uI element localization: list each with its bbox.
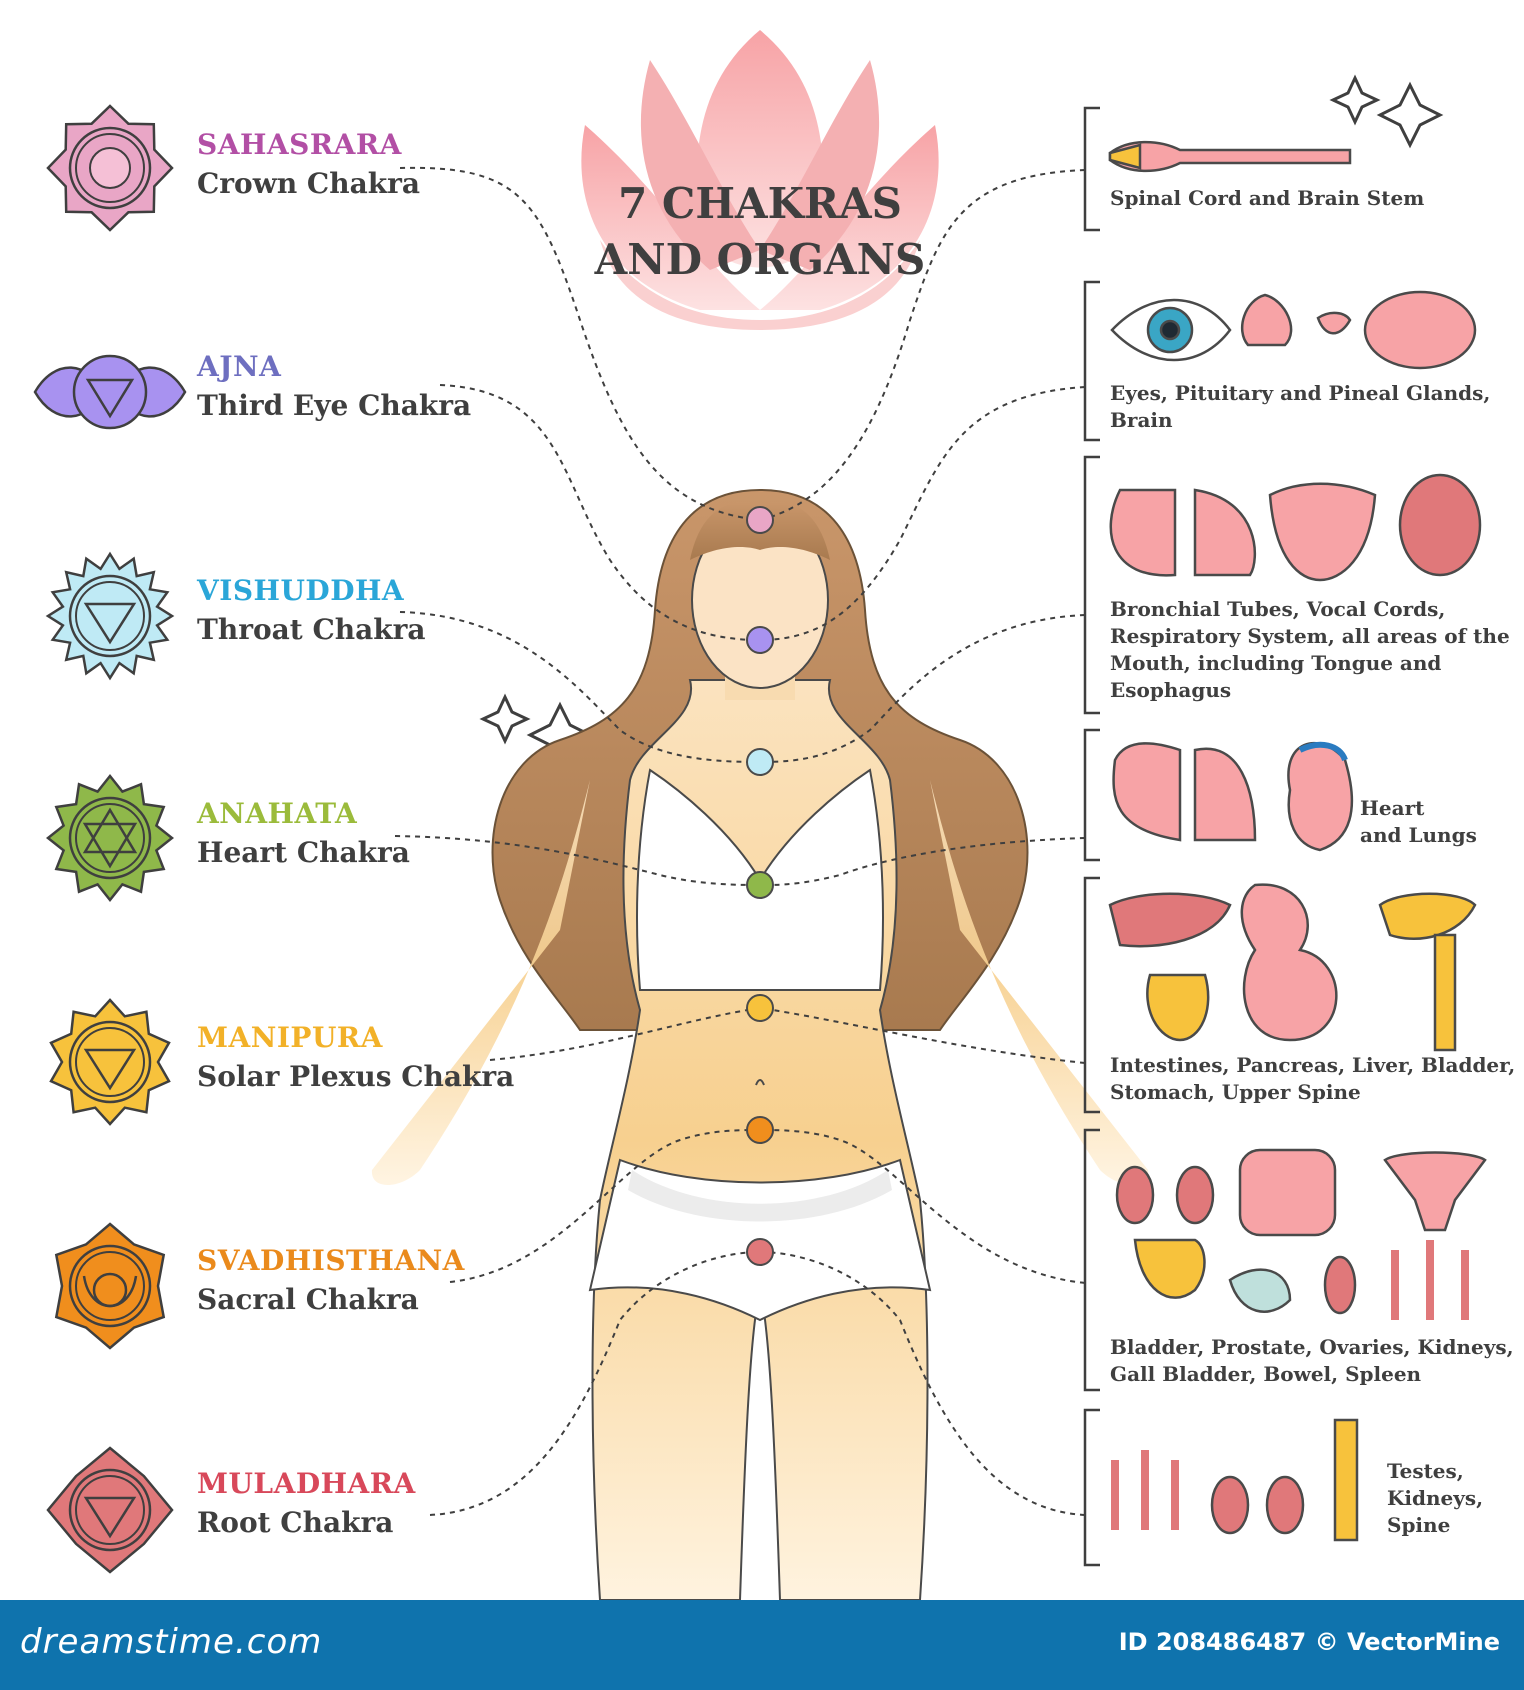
organ-label-root: Testes, Kidneys, Spine (1387, 1459, 1484, 1537)
respiratory-icon (1109, 473, 1482, 582)
chakra-name: ANAHATA (197, 797, 358, 830)
pelvic-organs-icon (1115, 1148, 1487, 1320)
chakra-name: MANIPURA (197, 1021, 383, 1054)
organ-label-crown: Spinal Cord and Brain Stem (1110, 186, 1425, 210)
eye-brain-icon (1110, 290, 1477, 370)
lotus-icon (581, 30, 939, 330)
chakra-name: AJNA (197, 350, 282, 383)
chakra-name: SAHASRARA (197, 128, 402, 161)
heart-lungs-icon (1112, 741, 1354, 852)
chakra-name: VISHUDDHA (197, 574, 405, 607)
illustration (371, 30, 1487, 1600)
digestive-organs-icon (1108, 883, 1477, 1052)
footer-brand[interactable]: dreamstime.com (20, 1622, 323, 1662)
body-chakra-dots (746, 506, 774, 1266)
chakra-label-vishuddha: VISHUDDHA Throat Chakra (197, 574, 426, 646)
spinal-cord-icon (1108, 140, 1352, 173)
chakra-label-anahata: ANAHATA Heart Chakra (197, 797, 410, 869)
organ-label-throat: Bronchial Tubes, Vocal Cords, Respirator… (1110, 597, 1510, 702)
testes-kidneys-spine-icon (1111, 1418, 1359, 1542)
chakra-label-sahasrara: SAHASRARA Crown Chakra (197, 128, 420, 200)
organ-label-third-eye: Eyes, Pituitary and Pineal Glands, Brain (1110, 381, 1491, 432)
crown-chakra-icon (46, 104, 174, 232)
throat-chakra-icon (45, 551, 175, 681)
chakra-label-muladhara: MULADHARA Root Chakra (197, 1467, 416, 1539)
chakra-name: MULADHARA (197, 1467, 416, 1500)
third-eye-chakra-icon (33, 354, 187, 430)
heart-chakra-icon (45, 773, 175, 903)
chakra-description: Sacral Chakra (197, 1283, 419, 1316)
title-line-1: 7 CHAKRAS (618, 179, 902, 228)
root-chakra-icon (46, 1446, 174, 1574)
sacral-chakra-icon (54, 1222, 166, 1350)
chakra-description: Crown Chakra (197, 167, 421, 200)
chakra-label-ajna: AJNA Third Eye Chakra (197, 350, 471, 422)
chakra-description: Third Eye Chakra (197, 389, 472, 422)
title-line-2: AND ORGANS (594, 235, 926, 284)
connector-lines (394, 166, 1086, 1516)
chakra-description: Root Chakra (197, 1506, 394, 1539)
footer-image-id: ID 208486487 © VectorMine (1118, 1628, 1500, 1656)
chakra-label-manipura: MANIPURA Solar Plexus Chakra (197, 1021, 514, 1093)
organ-label-heart: Heart and Lungs (1360, 796, 1477, 847)
organ-label-solar-plexus: Intestines, Pancreas, Liver, Bladder, St… (1110, 1053, 1516, 1104)
organ-label-sacral: Bladder, Prostate, Ovaries, Kidneys, Gal… (1110, 1335, 1514, 1386)
chakra-description: Throat Chakra (197, 613, 426, 646)
organ-brackets (1083, 106, 1100, 1567)
footer-bar: dreamstime.com ID 208486487 © VectorMine (0, 1600, 1524, 1690)
chakra-description: Solar Plexus Chakra (197, 1060, 515, 1093)
chakra-label-svadhisthana: SVADHISTHANA Sacral Chakra (197, 1244, 465, 1316)
solar-plexus-chakra-icon (49, 998, 171, 1126)
chakra-description: Heart Chakra (197, 836, 410, 869)
chakra-symbols (33, 104, 187, 1574)
diagram-title: 7 CHAKRAS AND ORGANS (560, 176, 960, 288)
chakra-name: SVADHISTHANA (197, 1244, 465, 1277)
